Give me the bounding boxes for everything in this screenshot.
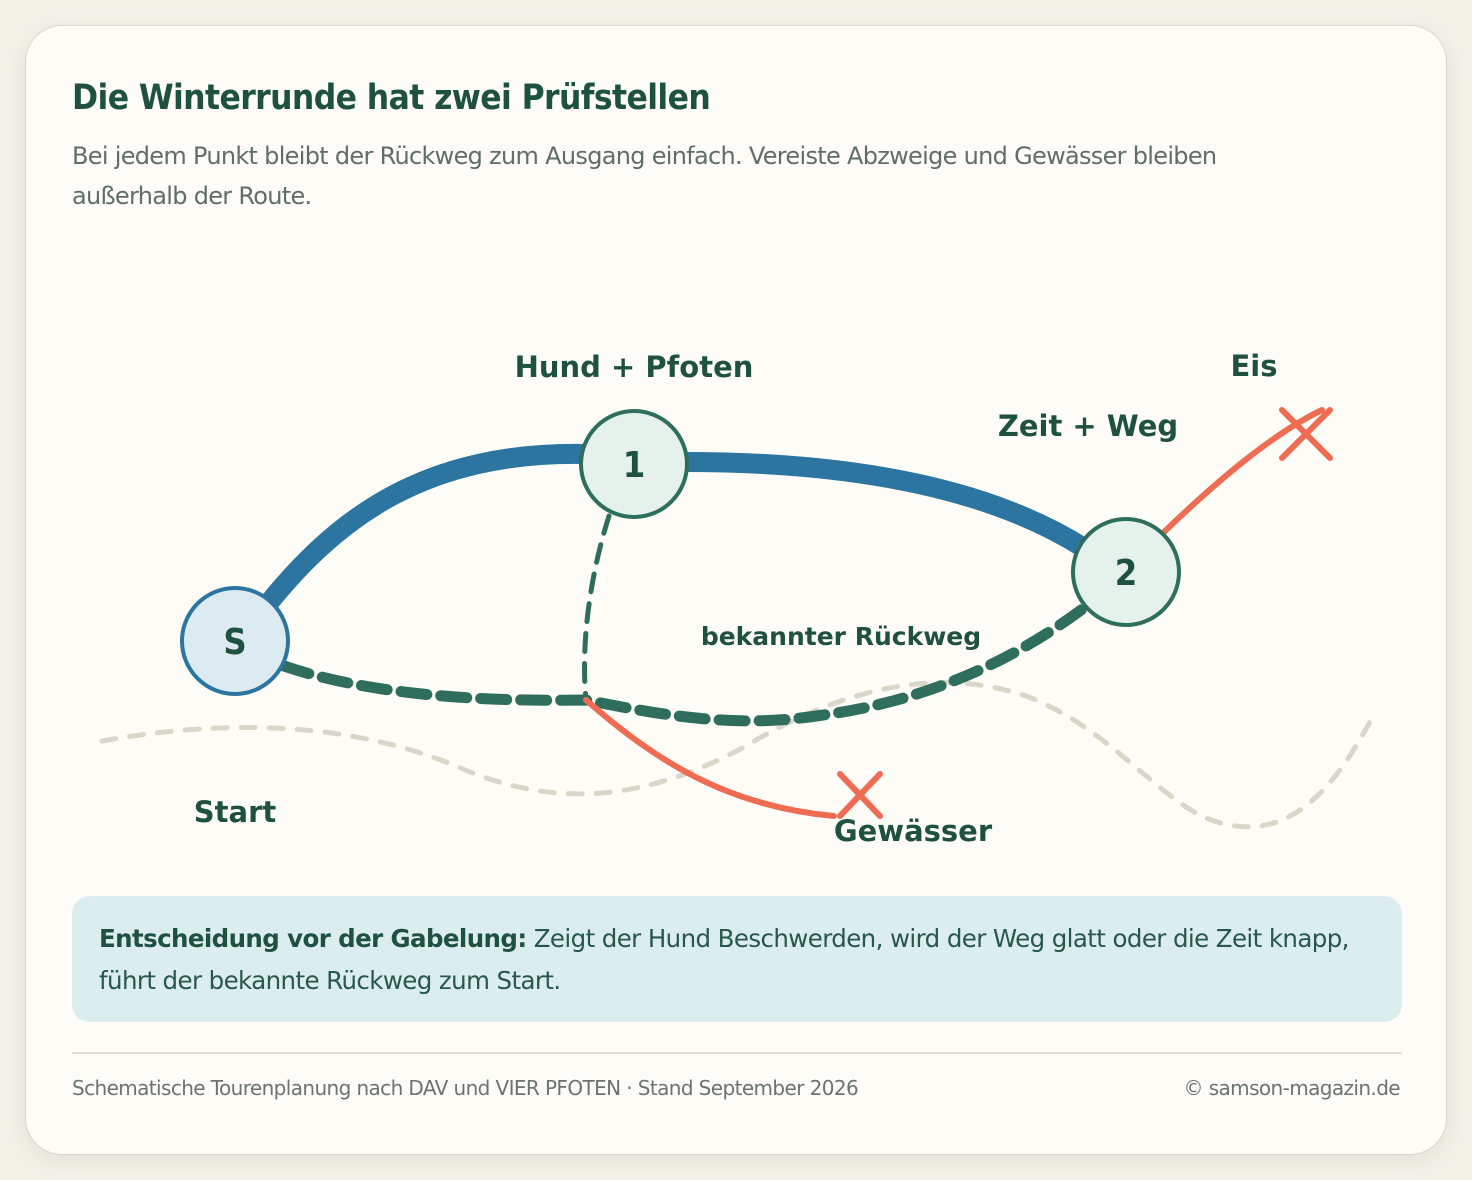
water-cross-icon <box>837 771 883 819</box>
ice-label: Eis <box>1230 349 1277 383</box>
start-node-symbol: S <box>223 622 246 663</box>
water-label: Gewässer <box>834 814 993 848</box>
page-title: Die Winterrunde hat zwei Prüfstellen <box>72 78 711 118</box>
footer-divider <box>72 1052 1402 1054</box>
terrain-line <box>99 680 1376 830</box>
ice-cross-icon <box>1279 407 1333 461</box>
footer-copyright: © samson-magazin.de <box>1183 1076 1401 1100</box>
decision-callout: Entscheidung vor der Gabelung: Zeigt der… <box>72 896 1402 1022</box>
infographic-card: Die Winterrunde hat zwei Prüfstellen Bei… <box>26 26 1446 1154</box>
start-label: Start <box>194 795 277 829</box>
return-path-branch <box>582 513 612 703</box>
main-route-segment-1 <box>252 443 587 621</box>
checkpoint-1-node: 1 <box>579 409 689 519</box>
checkpoint-1-label: Hund + Pfoten <box>515 350 754 384</box>
callout-text: Zeigt der Hund Beschwerden, wird der Weg… <box>99 924 1349 995</box>
checkpoint-1-symbol: 1 <box>623 445 646 486</box>
water-branch <box>583 697 837 819</box>
route-diagram: S 1 2 Hund + Pfoten Zeit + Weg Eis Start… <box>99 349 1376 848</box>
return-path-label: bekannter Rückweg <box>701 622 981 651</box>
checkpoint-2-symbol: 2 <box>1115 553 1138 594</box>
main-route-segment-2 <box>685 452 1090 557</box>
callout-lead: Entscheidung vor der Gabelung: <box>99 924 527 953</box>
ice-branch <box>1161 407 1325 535</box>
checkpoint-2-label: Zeit + Weg <box>998 409 1178 443</box>
page-subtitle: Bei jedem Punkt bleibt der Rückweg zum A… <box>72 142 1217 210</box>
start-node: S <box>180 586 290 696</box>
checkpoint-2-node: 2 <box>1071 517 1181 627</box>
return-path <box>278 598 1095 727</box>
footer-source: Schematische Tourenplanung nach DAV und … <box>72 1076 859 1100</box>
